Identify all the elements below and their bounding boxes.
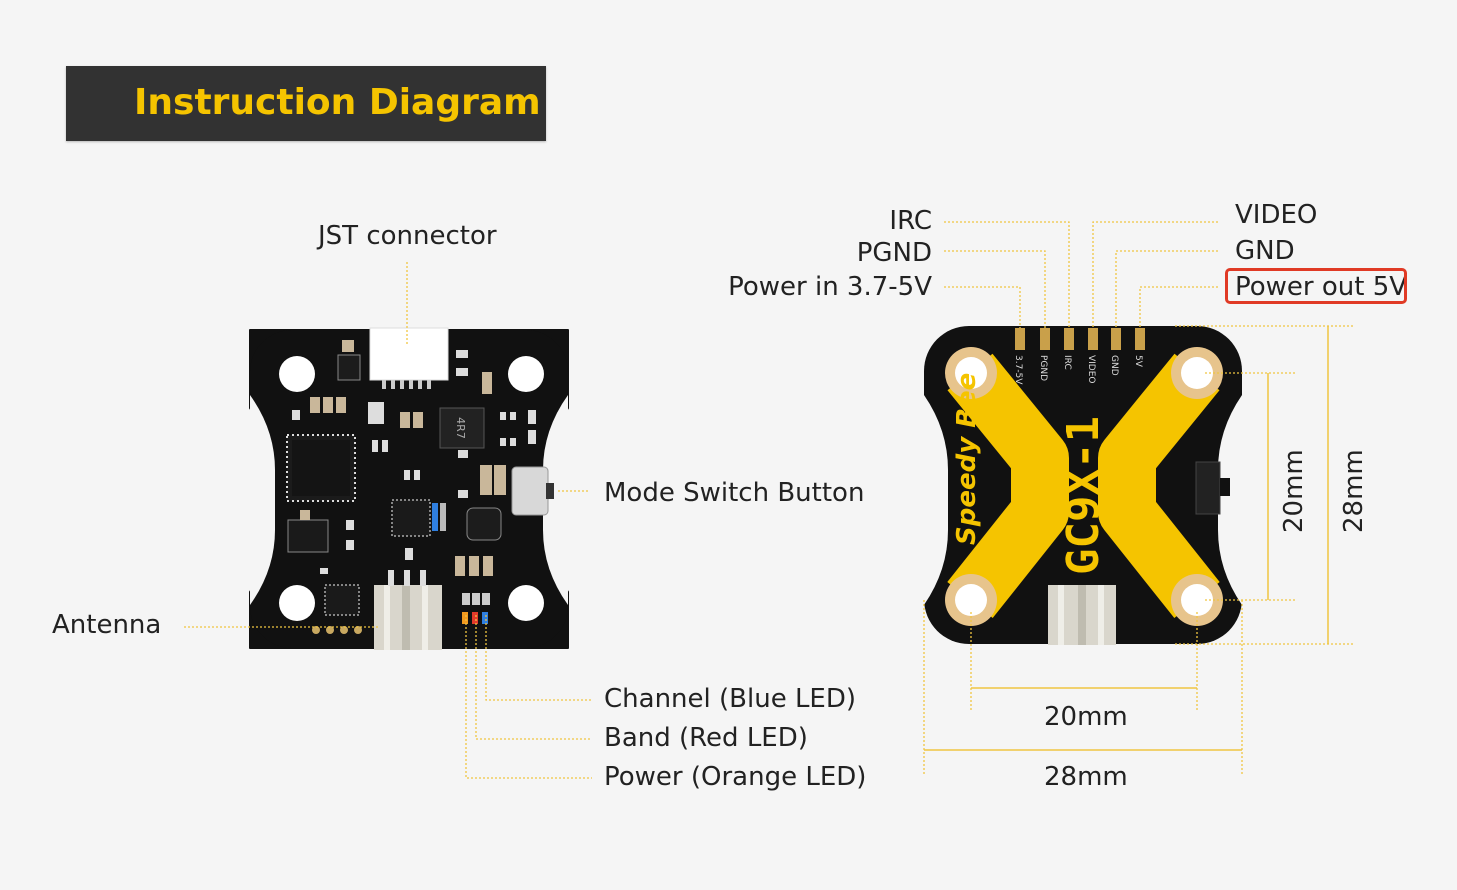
mount-hole [279, 585, 315, 621]
mount-hole [279, 356, 315, 392]
dim-vertical-28mm: 28mm [1339, 449, 1369, 533]
mode-switch-label: Mode Switch Button [604, 478, 865, 508]
jst-connector-label: JST connector [318, 221, 497, 251]
silk-gnd: GND [1109, 355, 1119, 376]
silk-5v: 5V [1133, 355, 1143, 368]
silk-3v7: 3.7-5V [1013, 355, 1023, 385]
silk-video: VIDEO [1086, 355, 1096, 384]
power-out-highlight [1225, 268, 1407, 304]
title-banner [66, 66, 546, 141]
model-name: GC9X-1 [1058, 416, 1109, 575]
band-led-label: Band (Red LED) [604, 723, 808, 753]
pin-label-gnd: GND [1235, 236, 1295, 266]
pin-label-irc: IRC [889, 206, 932, 236]
inductor [439, 407, 485, 449]
silk-irc: IRC [1062, 355, 1072, 370]
mount-hole [508, 585, 544, 621]
brand-logo: Speedy Bee [952, 373, 982, 545]
silk-pgnd: PGND [1038, 355, 1048, 381]
mode-switch [511, 466, 549, 516]
page-title: Instruction Diagram [134, 82, 541, 123]
back-board: 3.7-5V PGND IRC VIDEO GND 5V Speedy Bee … [924, 326, 1242, 645]
antenna-label: Antenna [52, 610, 162, 640]
mount-hole [508, 356, 544, 392]
dim-horizontal-28mm: 28mm [1044, 762, 1128, 792]
pin-label-power-out: Power out 5V [1235, 272, 1408, 302]
orange-led [462, 612, 468, 624]
channel-led-label: Channel (Blue LED) [604, 684, 857, 714]
dim-horizontal-20mm: 20mm [1044, 702, 1128, 732]
front-board: 4R7 [249, 327, 569, 650]
inductor-marking: 4R7 [454, 417, 467, 439]
dim-vertical-20mm: 20mm [1279, 449, 1309, 533]
pin-label-video: VIDEO [1235, 200, 1318, 230]
red-led [472, 612, 478, 624]
pin-label-power-in: Power in 3.7-5V [728, 272, 932, 302]
jst-connector [369, 327, 449, 381]
pin-label-pgnd: PGND [856, 238, 932, 268]
power-led-label: Power (Orange LED) [604, 762, 867, 792]
blue-led [482, 612, 488, 624]
